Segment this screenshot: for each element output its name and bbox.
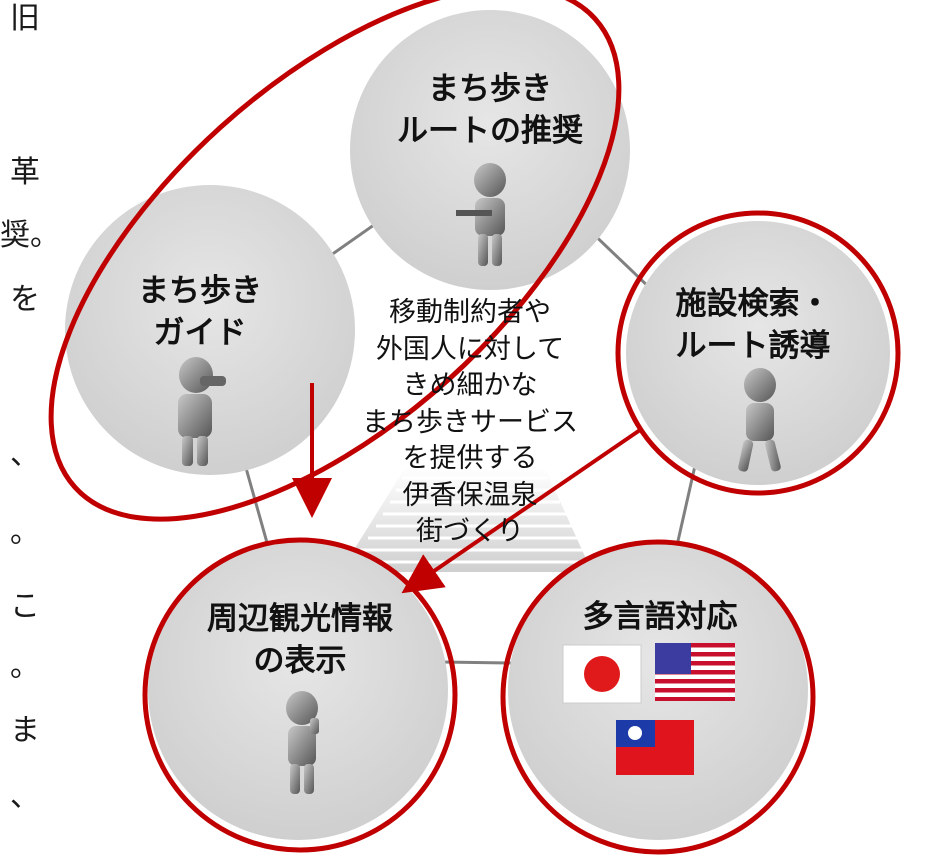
node-label-top: まち歩き ルートの推奨 (345, 68, 635, 152)
margin-char-7: こ (10, 589, 40, 624)
node-circle-right (626, 221, 890, 485)
node-label-top-line1: まち歩き (428, 71, 552, 107)
japan-flag-icon (562, 644, 642, 704)
margin-char-1: 旧 (10, 1, 40, 36)
node-circle-left (65, 185, 355, 475)
node-label-bottom-right: 多言語対応 (540, 596, 780, 638)
center-line-6: 伊香保温泉 (402, 479, 538, 511)
highlight-circle-bottom-left (142, 537, 458, 853)
margin-char-2: 革 (10, 155, 40, 190)
center-line-7: 街づくり (416, 516, 524, 547)
highlight-ellipse-top-left (48, 0, 622, 522)
margin-char-9: ま (10, 713, 40, 748)
staircase-graphic (340, 468, 592, 572)
center-line-4: まち歩きサービス (362, 406, 578, 438)
margin-char-3: 奨。 (0, 218, 60, 253)
arrow-search-to-info (401, 428, 642, 594)
margin-char-5: 、 (10, 437, 40, 472)
highlight-circle-right (615, 210, 901, 496)
margin-char-4: を (10, 282, 40, 317)
taiwan-flag-icon (616, 720, 694, 775)
node-label-top-line2: ルートの推奨 (397, 113, 583, 149)
margin-char-10: 、 (10, 779, 40, 814)
guide-figure-icon (178, 357, 226, 466)
center-line-3: きめ細かな (402, 370, 538, 401)
node-label-right: 施設検索・ ルート誘導 (628, 283, 878, 367)
walking-figure-icon (738, 368, 781, 472)
node-label-bottom-left: 周辺観光情報 の表示 (170, 598, 430, 682)
center-message: 移動制約者や 外国人に対して きめ細かな まち歩きサービス を提供する 伊香保温… (320, 295, 620, 551)
thumbs-up-figure-icon (286, 691, 319, 794)
node-label-right-line1: 施設検索・ (675, 286, 831, 322)
margin-char-6: 。 (10, 515, 40, 550)
node-label-bottom-left-line1: 周辺観光情報 (207, 601, 393, 637)
center-line-1: 移動制約者や (389, 297, 551, 328)
node-label-left-line1: まち歩き (138, 273, 262, 309)
usa-flag-icon (655, 643, 735, 701)
highlight-rings (48, 0, 901, 855)
center-line-5: を提供する (402, 443, 538, 474)
presenter-figure-icon (456, 163, 506, 266)
node-label-right-line2: ルート誘導 (675, 328, 831, 364)
node-circle-top (350, 10, 630, 290)
node-label-left-line2: ガイド (153, 315, 247, 351)
node-circle-bottom-left (148, 540, 448, 840)
node-label-left: まち歩き ガイド (70, 270, 330, 354)
highlight-circle-bottom-right (500, 539, 816, 855)
margin-char-8: 。 (10, 649, 40, 684)
center-line-2: 外国人に対して (375, 333, 565, 365)
node-label-bottom-left-line2: の表示 (253, 643, 347, 679)
node-label-bottom-right-line1: 多言語対応 (582, 599, 738, 635)
flow-arrows (292, 383, 642, 594)
